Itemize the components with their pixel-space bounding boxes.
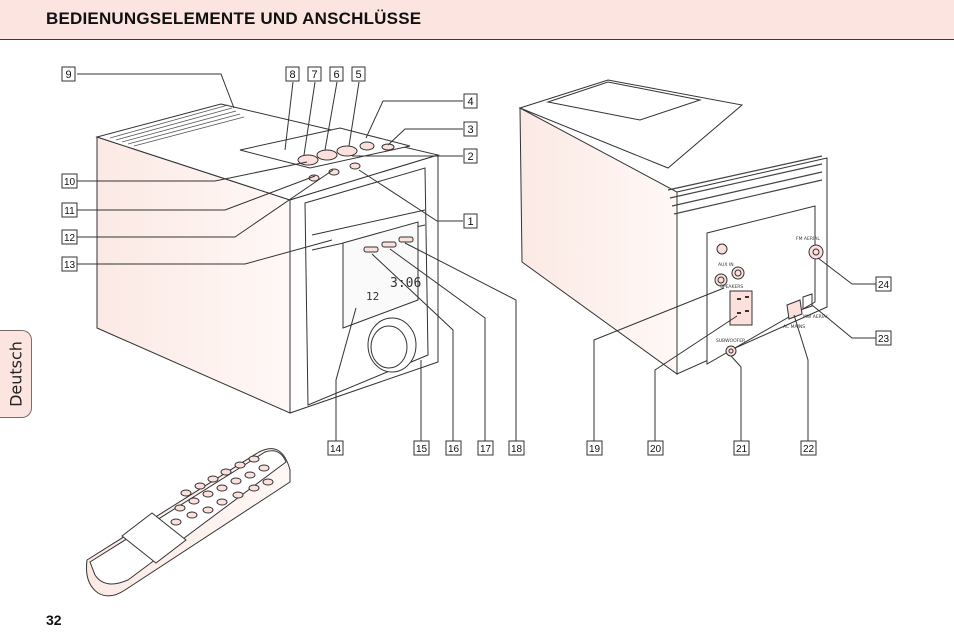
svg-text:1: 1: [467, 216, 473, 228]
header-band: BEDIENUNGSELEMENTE UND ANSCHLÜSSE: [0, 0, 954, 40]
callout-11: 11: [61, 202, 78, 218]
label-fm-aerial: FM AERIAL: [796, 236, 820, 242]
remote-control: [86, 448, 291, 597]
svg-text:24: 24: [878, 280, 890, 291]
svg-text:4: 4: [467, 96, 473, 108]
callout-17: 17: [477, 440, 494, 456]
svg-text:3: 3: [467, 124, 473, 136]
svg-text:8: 8: [289, 69, 295, 81]
svg-text:15: 15: [416, 444, 428, 455]
label-mw-aerial: MW AERIAL: [803, 314, 829, 320]
callout-18: 18: [508, 440, 525, 456]
svg-text:18: 18: [511, 444, 523, 455]
display-buttons: [363, 236, 414, 253]
callout-23: 23: [875, 330, 892, 346]
callout-21: 21: [733, 440, 750, 456]
label-speakers: SPEAKERS: [720, 284, 743, 290]
display-time: 3:06: [390, 276, 421, 291]
callout-4: 4: [463, 93, 478, 109]
svg-text:12: 12: [64, 233, 76, 244]
label-aux-in: AUX IN: [718, 262, 734, 268]
callout-3: 3: [463, 121, 478, 137]
svg-text:16: 16: [448, 444, 460, 455]
callout-boxes: 9 8 7 6 5 4 3 2 10 11 12 13 1 14 15 16 1…: [61, 66, 892, 456]
callout-14: 14: [327, 440, 344, 456]
svg-text:19: 19: [589, 444, 601, 455]
callout-6: 6: [329, 66, 344, 82]
svg-text:6: 6: [333, 69, 339, 81]
front-unit: [95, 103, 440, 414]
callout-24: 24: [875, 276, 892, 292]
callout-22: 22: [800, 440, 817, 456]
callout-10: 10: [61, 173, 78, 189]
callout-16: 16: [445, 440, 462, 456]
label-ac-mains: AC MAINS: [783, 324, 805, 330]
language-tab[interactable]: Deutsch: [0, 330, 32, 418]
leader-lines: [77, 73, 877, 443]
svg-text:23: 23: [878, 334, 890, 345]
callout-20: 20: [647, 440, 664, 456]
page-title: BEDIENUNGSELEMENTE UND ANSCHLÜSSE: [46, 9, 422, 28]
svg-text:13: 13: [64, 260, 76, 271]
label-subwoofer: SUBWOOFER: [716, 338, 745, 344]
svg-text:21: 21: [736, 444, 748, 455]
svg-text:11: 11: [64, 206, 75, 217]
callout-9: 9: [61, 66, 76, 82]
callout-7: 7: [307, 66, 322, 82]
display-track: 12: [366, 290, 379, 303]
callout-1: 1: [463, 213, 478, 229]
callout-8: 8: [285, 66, 300, 82]
page-number: 32: [46, 612, 62, 628]
svg-text:5: 5: [355, 69, 361, 81]
svg-text:14: 14: [330, 444, 342, 455]
callout-19: 19: [586, 440, 603, 456]
svg-text:10: 10: [64, 177, 76, 188]
svg-text:2: 2: [467, 151, 473, 163]
svg-text:17: 17: [480, 444, 492, 455]
callout-12: 12: [61, 229, 78, 245]
svg-text:22: 22: [803, 444, 815, 455]
svg-text:9: 9: [65, 69, 71, 81]
callout-2: 2: [463, 148, 478, 164]
callout-5: 5: [351, 66, 366, 82]
svg-text:7: 7: [311, 69, 317, 81]
callout-15: 15: [413, 440, 430, 456]
callout-13: 13: [61, 256, 78, 272]
rear-unit: [518, 79, 828, 375]
svg-text:20: 20: [650, 444, 662, 455]
